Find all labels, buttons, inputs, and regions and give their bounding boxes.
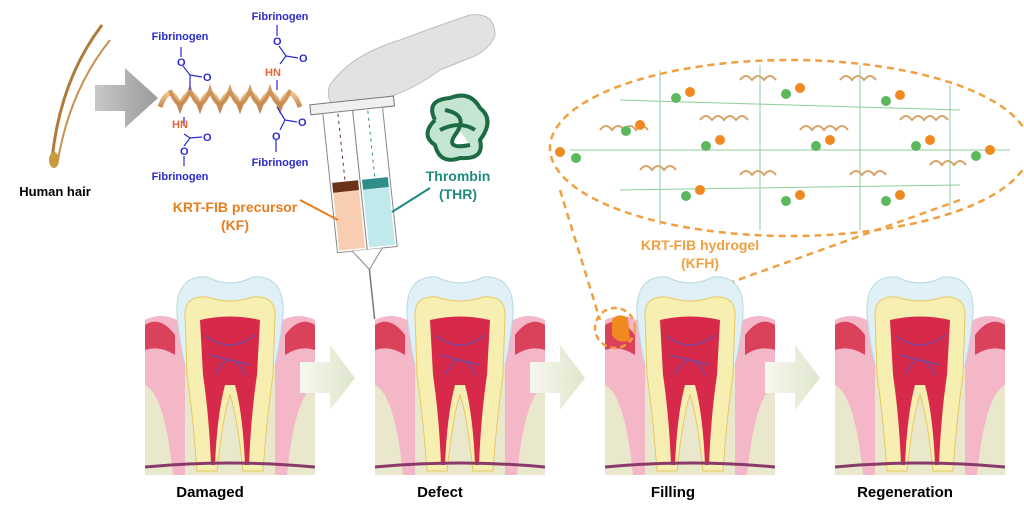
thrombin-abbrev: (THR) [439,186,477,202]
amine-group: HN [172,119,188,131]
fibrinogen-label: Fibrinogen [152,171,209,183]
human-hair-label: Human hair [19,184,91,199]
oxygen-atom: O [272,131,281,143]
precursor-abbrev: (KF) [221,217,249,233]
fibrinogen-label: Fibrinogen [152,31,209,43]
thrombin-label: Thrombin [426,168,491,184]
oxygen-atom: O [203,132,212,144]
oxygen-atom: O [273,36,282,48]
stage-label-filling: Filling [651,484,695,501]
keratin-helix-icon [157,84,303,115]
stage-label-regeneration: Regeneration [857,484,953,501]
thrombin-pointer [391,187,431,213]
precursor-pointer [299,199,339,221]
fibrinogen-label: Fibrinogen [252,157,309,169]
tooth-regeneration-illustration [835,277,1005,475]
linker-bonds [180,25,299,166]
fibrinogen-label: Fibrinogen [252,11,309,23]
oxygen-atom: O [299,53,308,65]
precursor-label: KRT-FIB precursor [173,199,298,215]
hydrogel-abbrev: (KFH) [681,255,719,271]
oxygen-atom: O [298,117,307,129]
stage-arrow-icon [765,345,820,410]
tooth-damaged-illustration [145,277,315,475]
hydrogel-fill-icon [612,315,630,342]
thrombin-icon [425,93,490,162]
tooth-filling-illustration [605,277,775,475]
hydrogel-network-zoom [548,58,1024,321]
stage-label-defect: Defect [417,484,463,501]
zoom-circle [593,306,637,350]
oxygen-atom: O [180,146,189,158]
oxygen-atom: O [177,57,186,69]
hydrogel-label: KRT-FIB hydrogel [641,237,759,253]
stage-arrow-icon [300,345,355,410]
stage-arrow-icon [530,345,585,410]
tooth-defect-illustration [375,277,545,475]
amine-group: HN [265,67,281,79]
oxygen-atom: O [203,72,212,84]
process-arrow-icon [95,68,158,128]
human-hair-icon [49,24,111,168]
stage-label-damaged: Damaged [176,484,244,501]
dual-syringe-icon [309,95,398,320]
